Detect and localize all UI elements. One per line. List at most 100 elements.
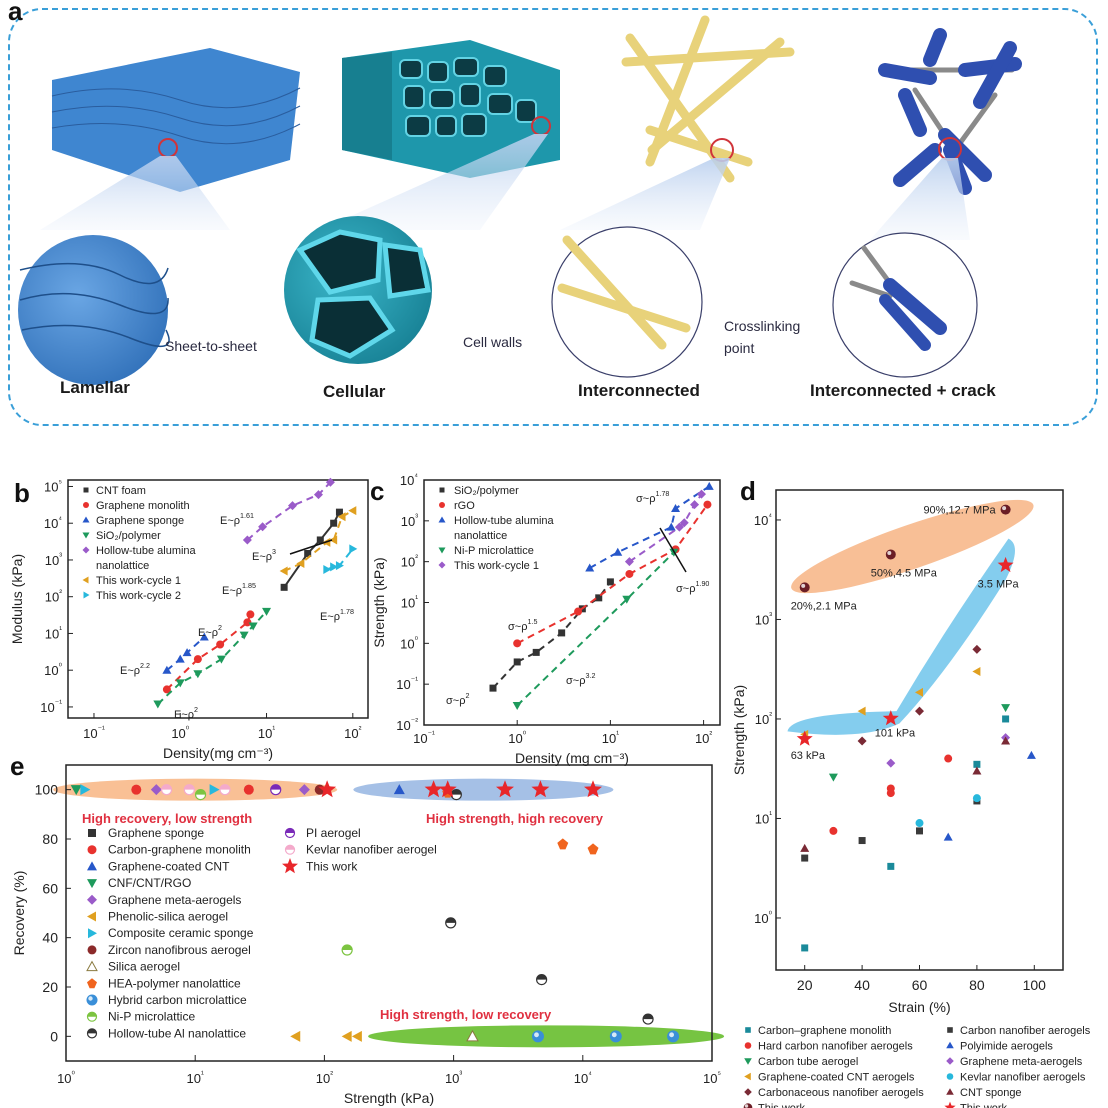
x-axis-label: Strength (kPa) [344, 1090, 434, 1106]
circle-marker-icon [513, 639, 522, 648]
triangle-left-marker-icon [915, 687, 923, 697]
annotation-cell-walls: Cell walls [463, 334, 523, 350]
square-marker-icon [489, 684, 497, 692]
circle-marker-icon [574, 607, 583, 616]
triangle-down-marker-icon [193, 670, 203, 679]
axis-tick-label: E~ρ1.61 [220, 512, 254, 527]
axis-tick-label: 10⁵ [703, 1069, 721, 1086]
lamellar-block-icon [51, 48, 301, 192]
circle-marker-icon [829, 826, 838, 835]
square-marker-icon [335, 508, 343, 516]
svg-text:Carbon nanofiber aerogels: Carbon nanofiber aerogels [960, 1025, 1091, 1037]
triangle-up-marker-icon [182, 648, 192, 657]
svg-text:40: 40 [854, 977, 870, 993]
triangle-left-marker-icon [351, 1030, 362, 1042]
axis-tick-label: 10³ [401, 512, 418, 529]
triangle-left-marker-icon [87, 911, 96, 922]
star-marker-icon [318, 780, 337, 798]
axis-tick-label: 10² [45, 588, 62, 605]
triangle-up-marker-icon [671, 504, 681, 513]
triangle-down-marker-icon [622, 595, 632, 604]
diamond-marker-icon [438, 561, 446, 569]
triangle-up-marker-icon [1026, 750, 1036, 759]
annotation-high-recovery-low-strength: High recovery, low strength [82, 811, 252, 826]
x-axis-label: Density (mg cm⁻³) [515, 750, 629, 766]
triangle-down-marker-icon [744, 1058, 752, 1065]
svg-text:HEA-polymer nanolattice: HEA-polymer nanolattice [108, 976, 241, 990]
diamond-marker-icon [857, 736, 867, 746]
x-axis-label: Strain (%) [888, 999, 950, 1015]
triangle-down-marker-icon [828, 773, 838, 782]
triangle-left-marker-icon [337, 512, 346, 522]
highlight-ellipse-orange [791, 499, 1034, 594]
circle-marker-icon [87, 845, 97, 855]
axis-tick-label: 10⁴ [400, 471, 418, 488]
svg-text:20: 20 [797, 977, 813, 993]
triangle-left-marker-icon [972, 666, 981, 676]
circle-marker-icon [946, 1073, 954, 1080]
square-marker-icon [947, 1027, 953, 1033]
svg-text:Kevlar nanofiber aerogels: Kevlar nanofiber aerogels [960, 1072, 1086, 1084]
diamond-marker-icon [288, 501, 298, 511]
square-marker-icon [532, 648, 540, 656]
svg-text:CNF/CNT/RGO: CNF/CNT/RGO [108, 876, 191, 890]
panel-a-letter: a [8, 0, 23, 26]
diamond-marker-icon [313, 490, 323, 500]
triangle-right-marker-icon [88, 928, 97, 939]
triangle-up-marker-icon [175, 654, 185, 663]
svg-text:This work-cycle 1: This work-cycle 1 [454, 560, 539, 572]
axis-tick-label: 10⁵ [44, 477, 62, 494]
triangle-down-marker-icon [70, 785, 82, 796]
axis-tick-label: 10⁻² [396, 716, 418, 733]
star-marker-icon [882, 710, 899, 726]
svg-text:Carbon-graphene monolith: Carbon-graphene monolith [108, 843, 251, 857]
star-marker-icon [584, 780, 602, 798]
axis-tick-label: 10⁻¹ [396, 675, 418, 692]
svg-text:Hollow-tube Al nanolattice: Hollow-tube Al nanolattice [108, 1026, 246, 1040]
star-marker-icon [282, 858, 298, 874]
svg-text:Graphene meta-aerogels: Graphene meta-aerogels [960, 1056, 1083, 1068]
annotation-high-strength-low-recovery: High strength, low recovery [380, 1007, 552, 1022]
circle-marker-icon [87, 945, 97, 955]
svg-text:Silica aerogel: Silica aerogel [108, 960, 180, 974]
svg-text:Phenolic-silica aerogel: Phenolic-silica aerogel [108, 910, 228, 924]
diamond-marker-icon [886, 758, 896, 768]
y-axis-label: Recovery (%) [11, 871, 27, 956]
triangle-down-marker-icon [1001, 704, 1011, 713]
triangle-up-marker-icon [1001, 736, 1011, 745]
panel-c-letter: c [370, 476, 384, 506]
triangle-down-marker-icon [262, 607, 272, 616]
svg-text:Hybrid carbon microlattice: Hybrid carbon microlattice [108, 993, 247, 1007]
svg-text:This work-cycle 2: This work-cycle 2 [96, 590, 181, 602]
axis-tick-label: σ~ρ1.5 [508, 618, 537, 633]
svg-text:Graphene sponge: Graphene sponge [108, 826, 204, 840]
interconnected-crack-rods-icon [878, 28, 1022, 195]
triangle-down-marker-icon [153, 700, 163, 709]
svg-text:Graphene-coated CNT: Graphene-coated CNT [108, 859, 230, 873]
axis-tick-label: E~ρ1.78 [320, 608, 354, 623]
half-circle-marker-icon [183, 784, 195, 796]
axis-tick-label: 10⁻¹ [83, 724, 105, 741]
star-marker-icon [796, 730, 813, 746]
circle-marker-icon [944, 754, 953, 763]
half-circle-marker-icon [450, 788, 462, 801]
square-marker-icon [316, 536, 324, 544]
star-marker-icon [424, 780, 443, 798]
half-circle-marker-icon [86, 1028, 98, 1039]
panel-e-letter: e [10, 755, 24, 781]
circle-marker-icon [243, 784, 254, 795]
diamond-marker-icon [325, 477, 335, 487]
square-marker-icon [745, 1027, 751, 1033]
annotation-crosslinking: Crosslinking [724, 318, 801, 334]
triangle-down-marker-icon [175, 679, 185, 688]
square-marker-icon [439, 487, 445, 493]
axis-tick-label: 10² [401, 553, 418, 570]
diamond-marker-icon [697, 489, 707, 499]
circle-marker-icon [703, 500, 712, 509]
sphere-marker-icon [799, 582, 810, 593]
plot-frame [65, 764, 713, 1062]
axis-tick-label: σ~ρ3.2 [566, 672, 595, 687]
data-annotation: 90%,12.7 MPa [923, 505, 996, 517]
